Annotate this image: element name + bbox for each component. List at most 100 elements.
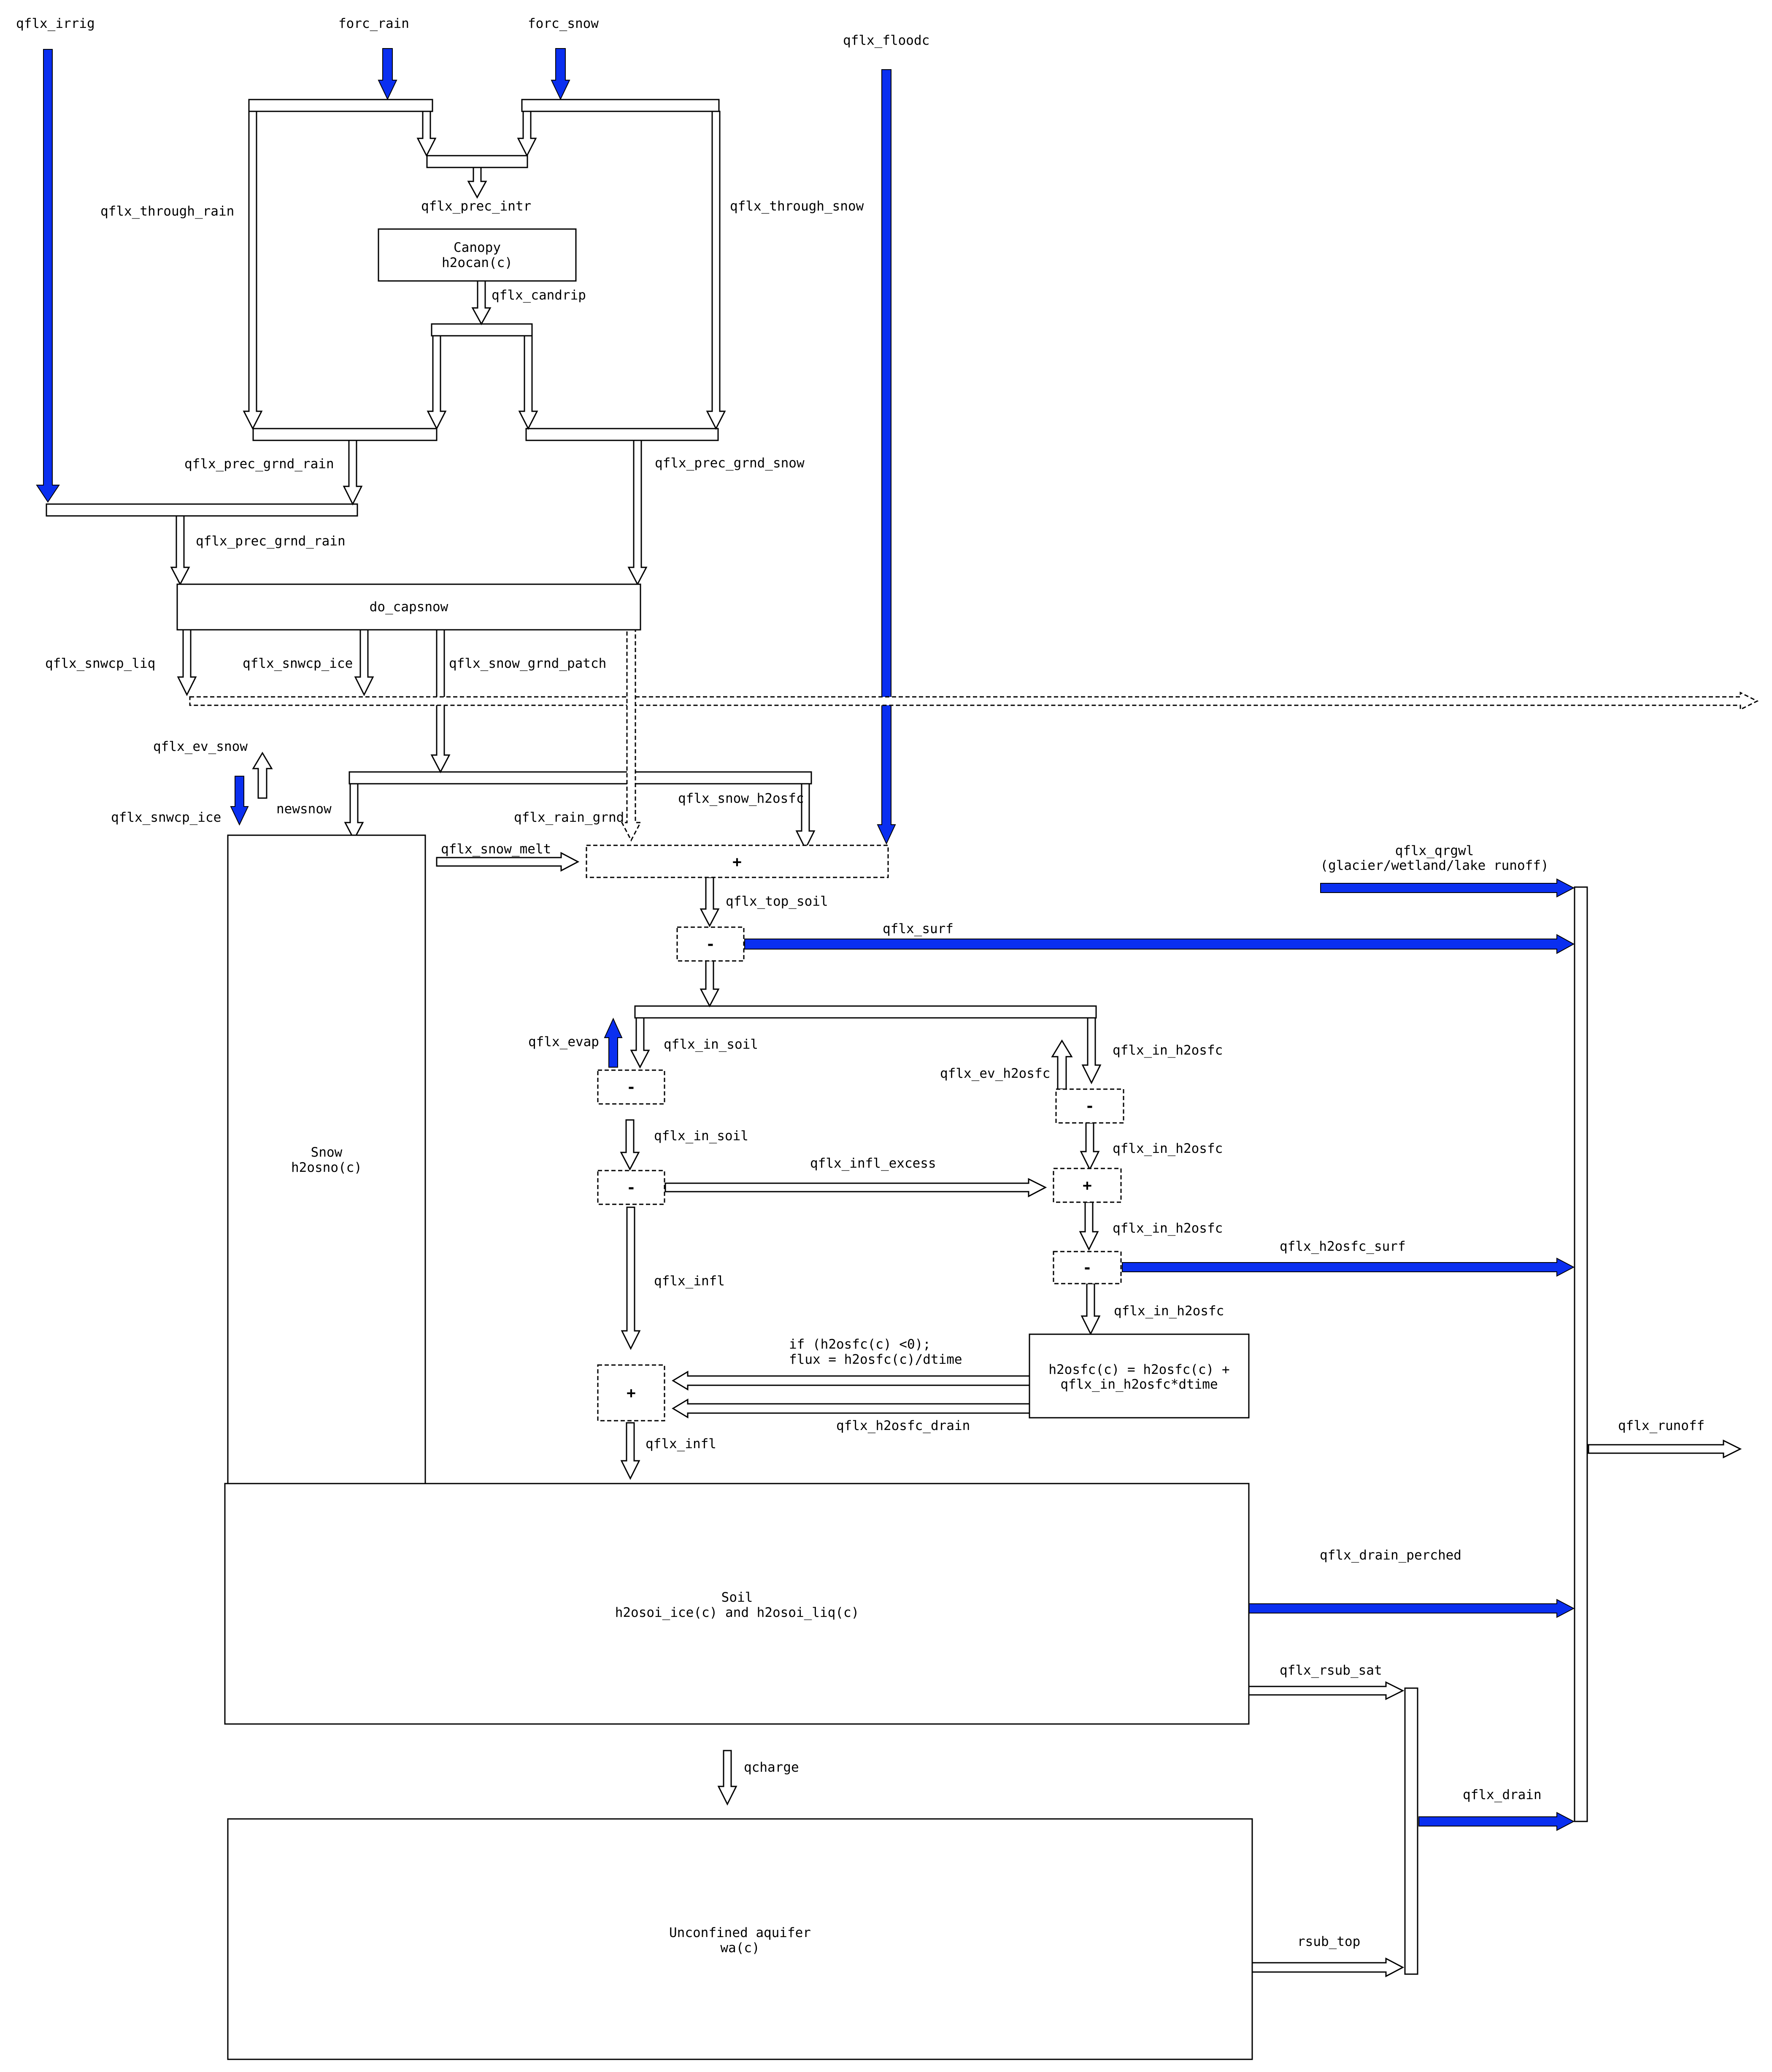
qflx-in-h2osfc-2-arrow (1080, 1122, 1100, 1171)
irrig-merge-bar (46, 503, 358, 517)
label-qflx-top-soil: qflx_top_soil (726, 894, 828, 909)
label-qflx-evap: qflx_evap (528, 1034, 599, 1049)
label-qflx-h2osfc-drain: qflx_h2osfc_drain (836, 1418, 970, 1433)
h2osfc-surf-minus-symbol: - (1083, 1259, 1092, 1276)
blue-flux-arrows (36, 48, 1575, 1831)
evap-minus-symbol: - (627, 1079, 636, 1096)
h2osfc-surf-minus-box (1053, 1251, 1122, 1284)
snow-ground-bar (525, 428, 719, 441)
excess-plus-symbol: + (1083, 1177, 1092, 1194)
label-qflx-through-rain: qflx_through_rain (100, 204, 234, 219)
qflx-through-rain-arrow (243, 111, 263, 430)
operator-boxes (586, 844, 1124, 1422)
box-labels: Canopy h2ocan(c) do_capsnow Snow h2osno(… (291, 240, 1230, 1956)
qflx-in-h2osfc-3-arrow (1079, 1201, 1099, 1251)
label-qflx-rain-grnd: qflx_rain_grnd (514, 810, 624, 825)
label-rsub-top: rsub_top (1297, 1934, 1360, 1949)
rain-ground-bar (252, 428, 438, 441)
qflx-in-h2osfc-4-arrow (1080, 1283, 1101, 1335)
qflx-floodc-arrow (877, 69, 896, 845)
snow-variable: h2osno(c) (291, 1160, 362, 1175)
do-capsnow-label: do_capsnow (370, 599, 448, 615)
candrip-rain-arrow (427, 335, 447, 430)
label-if-condition-1: if (h2osfc(c) <0); (789, 1337, 931, 1352)
qflx-prec-grnd-snow-arrow (627, 440, 648, 586)
qflx-rsub-sat-arrow (1248, 1681, 1405, 1700)
label-qflx-qrgwl-2: (glacier/wetland/lake runoff) (1320, 858, 1548, 873)
qflx-runoff-arrow (1588, 1439, 1742, 1459)
qflx-prec-intr-arrow (467, 167, 487, 199)
snow-box (227, 834, 426, 1486)
excess-plus-box (1053, 1168, 1122, 1203)
top-plus-box (586, 844, 889, 878)
h2osfc-update-line-1: h2osfc(c) = h2osfc(c) + (1048, 1362, 1229, 1377)
surf-minus-box (676, 926, 745, 962)
snow-split-bar (521, 99, 720, 112)
label-qflx-in-h2osfc-3: qflx_in_h2osfc (1113, 1221, 1223, 1236)
qflx-h2osfc-drain-arrow (672, 1398, 1030, 1419)
label-qflx-drain: qflx_drain (1463, 1787, 1542, 1802)
qflx-in-soil-arrow (630, 1017, 650, 1069)
rsub-top-arrow (1251, 1957, 1405, 1978)
qflx-irrig-arrow (36, 49, 60, 503)
candrip-split-bar (431, 323, 533, 337)
label-qflx-qrgwl-1: qflx_qrgwl (1395, 843, 1474, 858)
label-qflx-runoff: qflx_runoff (1618, 1418, 1704, 1433)
drain-plus-symbol: + (627, 1384, 636, 1402)
drain-plus-box (597, 1364, 665, 1422)
label-qflx-infl-2: qflx_infl (646, 1436, 716, 1451)
qflx-infl-arrow (621, 1206, 641, 1350)
h2osfc-evap-minus-box (1055, 1088, 1124, 1124)
qflx-rain-grnd-arrow (621, 629, 642, 842)
qflx-through-snow-arrow (706, 111, 726, 430)
dashed-flux-arrows (189, 629, 1759, 842)
label-qflx-irrig: qflx_irrig (16, 16, 95, 31)
intercept-merge-bar (426, 155, 528, 168)
h2osfc-update-box (1029, 1333, 1250, 1419)
qflx-in-soil-2-arrow (620, 1119, 640, 1171)
below-surf-arrow (700, 960, 720, 1008)
storage-boxes (176, 228, 1253, 2060)
surf-minus-symbol: - (706, 936, 715, 953)
label-qflx-candrip: qflx_candrip (492, 288, 586, 303)
aquifer-variable: wa(c) (720, 1940, 759, 1956)
label-qflx-prec-grnd-snow: qflx_prec_grnd_snow (655, 456, 805, 471)
qflx-snwcp-ice-arrow (230, 776, 249, 826)
soil-title: Soil (721, 1590, 753, 1605)
label-qflx-in-h2osfc-1: qflx_in_h2osfc (1113, 1043, 1223, 1058)
label-forc-snow: forc_snow (528, 16, 599, 31)
newsnow-arrow (344, 783, 364, 841)
top-plus-symbol: + (732, 853, 742, 871)
qflx-in-h2osfc-arrow (1081, 1017, 1102, 1085)
label-qflx-prec-grnd-rain-2: qflx_prec_grnd_rain (196, 534, 346, 549)
infl-minus-box (597, 1170, 665, 1205)
flux-labels: qflx_irrig forc_rain forc_snow qflx_floo… (16, 16, 1704, 1949)
label-qflx-rsub-sat: qflx_rsub_sat (1280, 1663, 1382, 1678)
qflx-h2osfc-surf-arrow (1122, 1257, 1575, 1277)
label-qflx-h2osfc-surf: qflx_h2osfc_surf (1280, 1239, 1406, 1254)
qflx-evap-arrow (604, 1017, 623, 1068)
label-qflx-snwcp-ice-top: qflx_snwcp_ice (243, 656, 353, 671)
capsnow-excess-arrow (189, 691, 1759, 711)
aquifer-box (227, 1818, 1253, 2060)
qflx-drain-perched-arrow (1248, 1599, 1575, 1618)
do-capsnow-box (176, 583, 641, 631)
label-qflx-infl-excess: qflx_infl_excess (810, 1156, 936, 1171)
label-qflx-snow-h2osfc: qflx_snow_h2osfc (678, 791, 804, 806)
label-qflx-prec-grnd-rain-1: qflx_prec_grnd_rain (184, 456, 334, 472)
rain-split-bar (248, 99, 433, 112)
hollow-flux-arrows (170, 111, 1742, 1978)
label-qflx-snow-grnd-patch: qflx_snow_grnd_patch (449, 656, 606, 671)
canopy-box (378, 228, 577, 282)
qflx-prec-grnd-rain-2-arrow (170, 515, 190, 586)
label-forc-rain: forc_rain (338, 16, 409, 31)
label-qflx-in-soil-2: qflx_in_soil (654, 1128, 748, 1144)
aquifer-title: Unconfined aquifer (669, 1925, 811, 1940)
qcharge-arrow (717, 1750, 737, 1806)
label-qflx-ev-snow: qflx_ev_snow (153, 739, 248, 754)
forc-rain-arrow (378, 48, 397, 100)
label-qflx-snwcp-ice-left: qflx_snwcp_ice (111, 810, 221, 825)
snow-patch-split-bar (348, 771, 812, 785)
label-if-condition-2: flux = h2osfc(c)/dtime (789, 1352, 962, 1367)
